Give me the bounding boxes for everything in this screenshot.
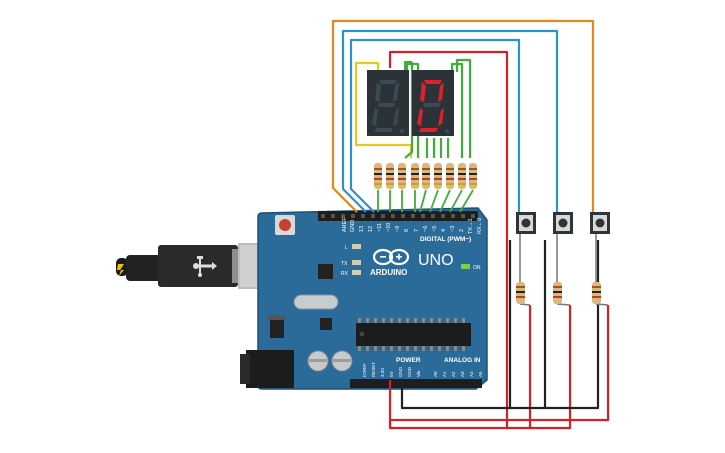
pin-label: ~3 (450, 226, 456, 232)
pin-label: GND (350, 220, 356, 232)
status-leds: L TX RX ON (341, 244, 481, 277)
resistor[interactable] (386, 163, 394, 189)
pin-label: RESET (371, 362, 376, 377)
wire-green-1 (403, 60, 412, 72)
pin-label: RX←0 (477, 218, 483, 234)
button-resistors (516, 234, 609, 306)
pin-label: 2 (459, 229, 465, 232)
pin-label: Vin (416, 370, 421, 377)
pin-label: IOREF (362, 363, 367, 377)
wire-red-mid (507, 305, 572, 430)
usb-chip (318, 264, 333, 279)
pin-label: 13 (359, 226, 365, 232)
resistor[interactable] (516, 234, 531, 306)
pin-label: ~6 (423, 226, 429, 232)
capacitors (307, 350, 353, 372)
digit-zero (417, 80, 444, 132)
pin-label: 5V (389, 371, 394, 377)
resistor[interactable] (374, 163, 382, 189)
pin-label: A4 (469, 371, 474, 377)
pin-label: 8 (404, 229, 410, 232)
pin-label: A0 (433, 371, 438, 377)
digital-header[interactable] (318, 211, 478, 221)
resistor[interactable] (458, 163, 466, 189)
reset-button-icon[interactable] (275, 215, 295, 235)
resistor[interactable] (446, 163, 454, 189)
push-button-2[interactable] (553, 212, 573, 234)
pin-label: A2 (451, 371, 456, 377)
wire-red-bottom (388, 305, 610, 428)
resistor[interactable] (434, 163, 442, 189)
analog-section-label: ANALOG IN (444, 357, 481, 364)
on-led-label: ON (473, 265, 481, 271)
power-section-label: POWER (396, 357, 421, 364)
dc-jack-icon (240, 350, 294, 388)
seven-segment-display-2[interactable] (412, 70, 454, 136)
pin-label: ~9 (395, 226, 401, 232)
rx-led-label: RX (341, 271, 349, 277)
digital-section-label: DIGITAL (PWM~) (420, 236, 471, 243)
resistor-array (374, 163, 477, 189)
pin-label: AREF (342, 217, 348, 232)
resistor[interactable] (592, 234, 609, 306)
model-label: UNO (418, 252, 454, 269)
seven-segment-display-1[interactable] (367, 70, 409, 136)
regulator-chip (320, 318, 332, 330)
wire-orange (331, 19, 595, 223)
resistor[interactable] (411, 163, 419, 189)
brand-label: ARDUINO (370, 268, 407, 277)
push-button-3[interactable] (590, 212, 610, 234)
resistor[interactable] (422, 163, 430, 189)
wires (331, 19, 610, 430)
atmega-chip (356, 318, 471, 351)
wire-black (400, 240, 600, 410)
wire-blue-2 (349, 38, 521, 223)
pin-label: A5 (478, 371, 483, 377)
pin-label: 3.3V (380, 368, 385, 377)
voltage-regulator (270, 319, 284, 338)
resistor[interactable] (398, 163, 406, 189)
pin-label: TX→1 (468, 218, 474, 234)
power-analog-header[interactable] (350, 379, 482, 388)
arduino-uno-board[interactable]: AREF GND 13 12 ~11 ~10 ~9 8 7 ~6 ~5 4 ~3… (240, 207, 488, 390)
pin-label: 7 (414, 229, 420, 232)
push-button-1[interactable] (516, 212, 536, 234)
crystal-oscillator (293, 294, 339, 310)
pin-label: ~10 (386, 223, 392, 232)
pin-label: A3 (460, 371, 465, 377)
pin-label: 4 (441, 229, 447, 232)
wire-blue-1 (341, 29, 559, 223)
l-led-label: L (345, 245, 348, 251)
pin-label: 12 (368, 226, 374, 232)
resistor[interactable] (469, 163, 477, 189)
tx-led-label: TX (341, 261, 348, 267)
wire-green-5 (455, 58, 472, 158)
resistor[interactable] (553, 234, 571, 306)
pin-label: ~5 (432, 226, 438, 232)
pin-label: ~11 (377, 223, 383, 232)
pin-label: A1 (442, 371, 447, 377)
pin-label: GND (398, 366, 403, 377)
arduino-logo-icon (372, 248, 410, 266)
pin-label: GND (407, 366, 412, 377)
